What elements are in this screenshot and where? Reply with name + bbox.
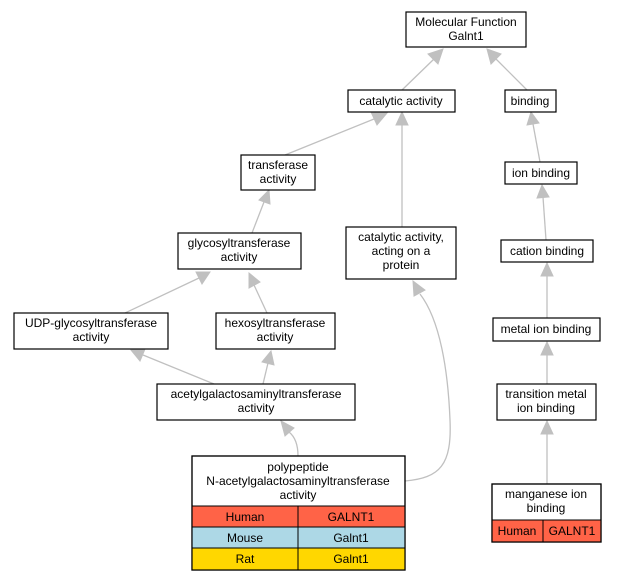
edge-acetyl-to-hexosyl (262, 362, 269, 385)
node-polypeptide-n-acetylgalactosaminyltransferase-activity[interactable]: polypeptide N-acetylgalactosaminyltransf… (191, 455, 406, 571)
arrowhead-icon (412, 279, 426, 297)
node-label-line: Galnt1 (448, 29, 484, 43)
node-label-line: cation binding (510, 244, 584, 258)
node-binding[interactable]: binding (504, 89, 557, 113)
node-label-line: catalytic activity, (358, 230, 444, 244)
node-label-line: acetylgalactosaminyltransferase (171, 387, 342, 401)
gene-label: GALNT1 (549, 524, 596, 538)
edge-glycosyl-to-transferase (251, 201, 265, 234)
gene-label: GALNT1 (328, 510, 375, 524)
node-label-line: acting on a (372, 244, 431, 258)
species-row-human: Human GALNT1 (491, 519, 602, 543)
node-label-line: protein (383, 258, 420, 272)
node-label-line: polypeptide (267, 460, 329, 474)
arrowhead-icon (258, 188, 271, 205)
species-label: Mouse (227, 531, 263, 545)
arrowhead-icon (261, 349, 275, 366)
arrowhead-icon (248, 271, 261, 289)
species-row-human: Human GALNT1 (191, 505, 406, 528)
node-label-line: transition metal (505, 387, 586, 401)
edges (124, 48, 554, 484)
node-label-line: ion binding (512, 166, 570, 180)
species-label: Human (498, 524, 537, 538)
node-label-line: binding (527, 501, 566, 515)
node-label-line: manganese ion (505, 487, 587, 501)
node-ion-binding[interactable]: ion binding (504, 161, 578, 185)
gene-label: Galnt1 (333, 552, 369, 566)
node-label-line: Molecular Function (415, 15, 516, 29)
edge-transferase-to-catalytic (284, 118, 375, 156)
arrowhead-icon (540, 340, 554, 356)
species-label: Human (226, 510, 265, 524)
node-label-line: catalytic activity (359, 94, 442, 108)
node-label-line: ion binding (517, 401, 575, 415)
edge-udp-to-glycosyl (124, 277, 200, 314)
node-catalytic-activity-acting-on-a-protein[interactable]: catalytic activity, acting on a protein (345, 226, 457, 280)
node-label-line: binding (511, 94, 550, 108)
arrowhead-icon (280, 420, 295, 437)
arrowhead-icon (526, 110, 540, 126)
node-transferase-activity[interactable]: transferase activity (240, 154, 316, 191)
edge-polypeptide-to-acetyl (288, 431, 299, 457)
node-transition-metal-ion-binding[interactable]: transition metal ion binding (496, 383, 597, 421)
arrowhead-icon (130, 348, 146, 362)
species-row-rat: Rat Galnt1 (191, 547, 406, 571)
node-label-line: activity (257, 330, 294, 344)
edge-cation-to-ion-binding (542, 196, 547, 241)
node-acetylgalactosaminyltransferase-activity[interactable]: acetylgalactosaminyltransferase activity (156, 383, 356, 421)
node-label-line: activity (238, 401, 275, 415)
node-label-line: activity (221, 250, 258, 264)
node-label-line: glycosyltransferase (188, 236, 291, 250)
node-outline (491, 483, 602, 543)
node-label-line: activity (73, 330, 110, 344)
edge-ion-binding-to-binding (532, 123, 541, 163)
edge-binding-to-molecular-function (495, 58, 528, 91)
arrowhead-icon (195, 271, 211, 285)
node-hexosyltransferase-activity[interactable]: hexosyltransferase activity (215, 312, 336, 350)
edge-acetyl-to-udp (142, 354, 215, 385)
edge-polypeptide-to-catalytic-protein (404, 293, 451, 482)
node-metal-ion-binding[interactable]: metal ion binding (492, 317, 601, 342)
arrowhead-icon (540, 419, 554, 435)
arrowhead-icon (540, 261, 554, 277)
arrowhead-icon (395, 110, 409, 126)
node-catalytic-activity[interactable]: catalytic activity (347, 89, 456, 113)
node-glycosyltransferase-activity[interactable]: glycosyltransferase activity (177, 232, 302, 270)
edge-catalytic-to-molecular-function (401, 58, 435, 91)
node-label-line: hexosyltransferase (225, 316, 326, 330)
arrowhead-icon (370, 111, 389, 126)
node-manganese-ion-binding[interactable]: manganese ion binding Human GALNT1 (491, 483, 602, 543)
node-label-line: metal ion binding (501, 322, 592, 336)
arrowhead-icon (536, 183, 550, 199)
edge-hexosyl-to-glycosyl (253, 284, 268, 314)
node-label-line: transferase (248, 158, 308, 172)
species-row-mouse: Mouse Galnt1 (191, 526, 406, 549)
node-label-line: activity (260, 172, 297, 186)
node-cation-binding[interactable]: cation binding (500, 239, 594, 263)
node-label-line: activity (280, 488, 317, 502)
arrowhead-icon (427, 48, 444, 65)
node-molecular-function[interactable]: Molecular Function Galnt1 (405, 11, 527, 48)
node-udp-glycosyltransferase-activity[interactable]: UDP-glycosyltransferase activity (13, 312, 169, 350)
arrowhead-icon (486, 48, 502, 65)
gene-label: Galnt1 (333, 531, 369, 545)
species-label: Rat (236, 552, 255, 566)
node-label-line: N-acetylgalactosaminyltransferase (206, 474, 390, 488)
node-label-line: UDP-glycosyltransferase (25, 316, 157, 330)
node-outline (191, 455, 406, 571)
